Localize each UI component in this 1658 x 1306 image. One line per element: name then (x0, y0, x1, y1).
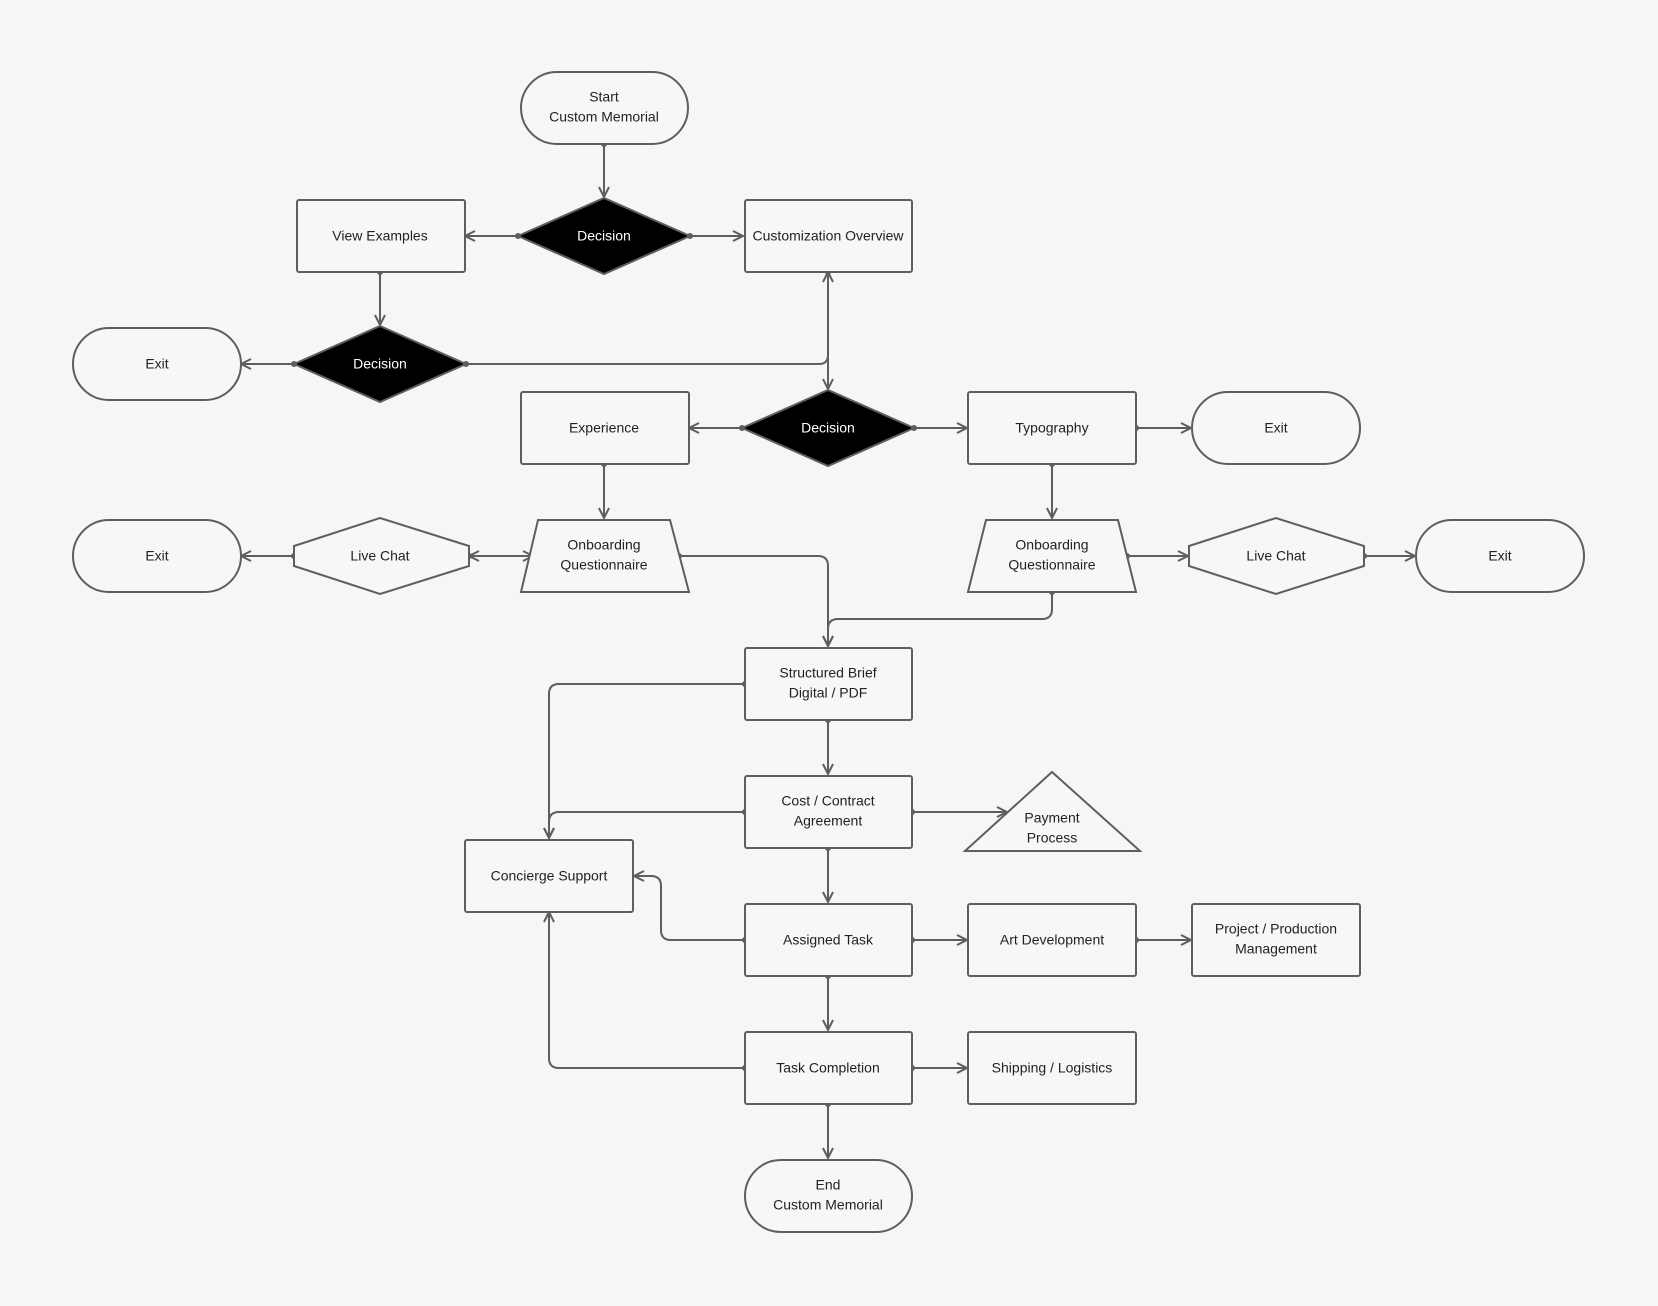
node-view-examples[interactable]: View Examples (296, 199, 466, 273)
manual-operation-shape (519, 519, 691, 593)
process-shape (967, 391, 1137, 465)
node-label: Project / Production (1215, 921, 1337, 937)
node-label: End (816, 1177, 841, 1193)
node-label: Custom Memorial (773, 1197, 883, 1213)
node-label: Exit (1488, 548, 1511, 564)
node-label: Management (1235, 941, 1317, 957)
node-exit4[interactable]: Exit (1415, 519, 1585, 593)
node-label: Decision (801, 420, 855, 436)
node-structured-brief[interactable]: Structured Brief Digital / PDF (744, 647, 913, 721)
node-label: Cost / Contract (781, 793, 874, 809)
node-start[interactable]: Start Custom Memorial (520, 71, 689, 145)
node-assigned-task[interactable]: Assigned Task (744, 903, 913, 977)
node-label: Decision (577, 228, 631, 244)
decision-shape (515, 196, 693, 276)
node-label: Live Chat (1246, 548, 1305, 564)
process-shape (520, 391, 690, 465)
edge-onboarding-left-to-structured-brief (679, 555, 828, 646)
node-label: Task Completion (776, 1060, 880, 1076)
node-decision1[interactable]: Decision (515, 196, 693, 276)
node-label: Art Development (1000, 932, 1104, 948)
node-label: Concierge Support (491, 868, 608, 884)
node-label: Start (589, 89, 619, 105)
node-end[interactable]: End Custom Memorial (744, 1159, 913, 1233)
process-shape (967, 1031, 1137, 1105)
node-typography[interactable]: Typography (967, 391, 1137, 465)
node-exit3[interactable]: Exit (72, 519, 242, 593)
node-label: Digital / PDF (789, 685, 868, 701)
hexagon-shape (1188, 516, 1365, 596)
edge-onboarding-right-to-structured-brief (828, 592, 1053, 646)
node-exit2[interactable]: Exit (1191, 391, 1361, 465)
edge-structured-brief-to-concierge-support (549, 683, 745, 838)
node-label: Onboarding (567, 537, 640, 553)
node-label: Onboarding (1015, 537, 1088, 553)
terminal-shape (744, 1159, 913, 1233)
process-shape (744, 775, 913, 849)
node-label: Exit (1264, 420, 1287, 436)
node-customization-overview[interactable]: Customization Overview (744, 199, 913, 273)
node-label: Exit (145, 356, 168, 372)
node-shipping[interactable]: Shipping / Logistics (967, 1031, 1137, 1105)
node-label: Process (1027, 830, 1078, 846)
node-experience[interactable]: Experience (520, 391, 690, 465)
node-label: Questionnaire (1008, 557, 1095, 573)
node-art-development[interactable]: Art Development (967, 903, 1137, 977)
process-shape (296, 199, 466, 273)
node-label: Typography (1015, 420, 1088, 436)
node-task-completion[interactable]: Task Completion (744, 1031, 913, 1105)
hexagon-shape (293, 516, 470, 596)
node-exit1[interactable]: Exit (72, 327, 242, 401)
node-onboarding-left[interactable]: Onboarding Questionnaire (519, 519, 691, 593)
process-shape (744, 1031, 913, 1105)
node-label: Experience (569, 420, 639, 436)
edge-task-completion-to-concierge-support (549, 912, 745, 1069)
node-decision2[interactable]: Decision (291, 324, 469, 404)
node-cost-contract[interactable]: Cost / Contract Agreement (744, 775, 913, 849)
node-label: Questionnaire (560, 557, 647, 573)
node-concierge-support[interactable]: Concierge Support (464, 839, 634, 913)
process-shape (744, 647, 913, 721)
terminal-shape (520, 71, 689, 145)
decision-shape (291, 324, 469, 404)
node-label: Live Chat (350, 548, 409, 564)
node-live-chat-right[interactable]: Live Chat (1188, 516, 1365, 596)
node-live-chat-left[interactable]: Live Chat (293, 516, 470, 596)
process-shape (967, 903, 1137, 977)
node-label: Assigned Task (783, 932, 874, 948)
node-decision3[interactable]: Decision (739, 388, 917, 468)
edge-cost-contract-to-concierge-support (549, 811, 745, 838)
manual-operation-shape (966, 519, 1138, 593)
node-payment-process[interactable]: Payment Process (962, 770, 1143, 852)
node-label: Payment (1024, 810, 1079, 826)
node-label: Structured Brief (779, 665, 876, 681)
node-onboarding-right[interactable]: Onboarding Questionnaire (966, 519, 1138, 593)
edge-assigned-task-to-concierge-support (634, 876, 745, 941)
terminal-shape (1191, 391, 1361, 465)
process-shape (744, 199, 913, 273)
terminal-shape (72, 327, 242, 401)
process-shape (1191, 903, 1361, 977)
process-shape (464, 839, 634, 913)
edge-decision2-to-customization-overview (466, 272, 828, 365)
node-project-management[interactable]: Project / Production Management (1191, 903, 1361, 977)
terminal-shape (1415, 519, 1585, 593)
node-label: Customization Overview (753, 228, 905, 244)
node-label: Exit (145, 548, 168, 564)
node-label: Custom Memorial (549, 109, 659, 125)
node-label: Decision (353, 356, 407, 372)
node-label: Agreement (794, 813, 863, 829)
connectors (241, 144, 1415, 1158)
triangle-shape (962, 770, 1143, 852)
decision-shape (739, 388, 917, 468)
terminal-shape (72, 519, 242, 593)
process-shape (744, 903, 913, 977)
node-label: View Examples (332, 228, 427, 244)
node-label: Shipping / Logistics (992, 1060, 1113, 1076)
